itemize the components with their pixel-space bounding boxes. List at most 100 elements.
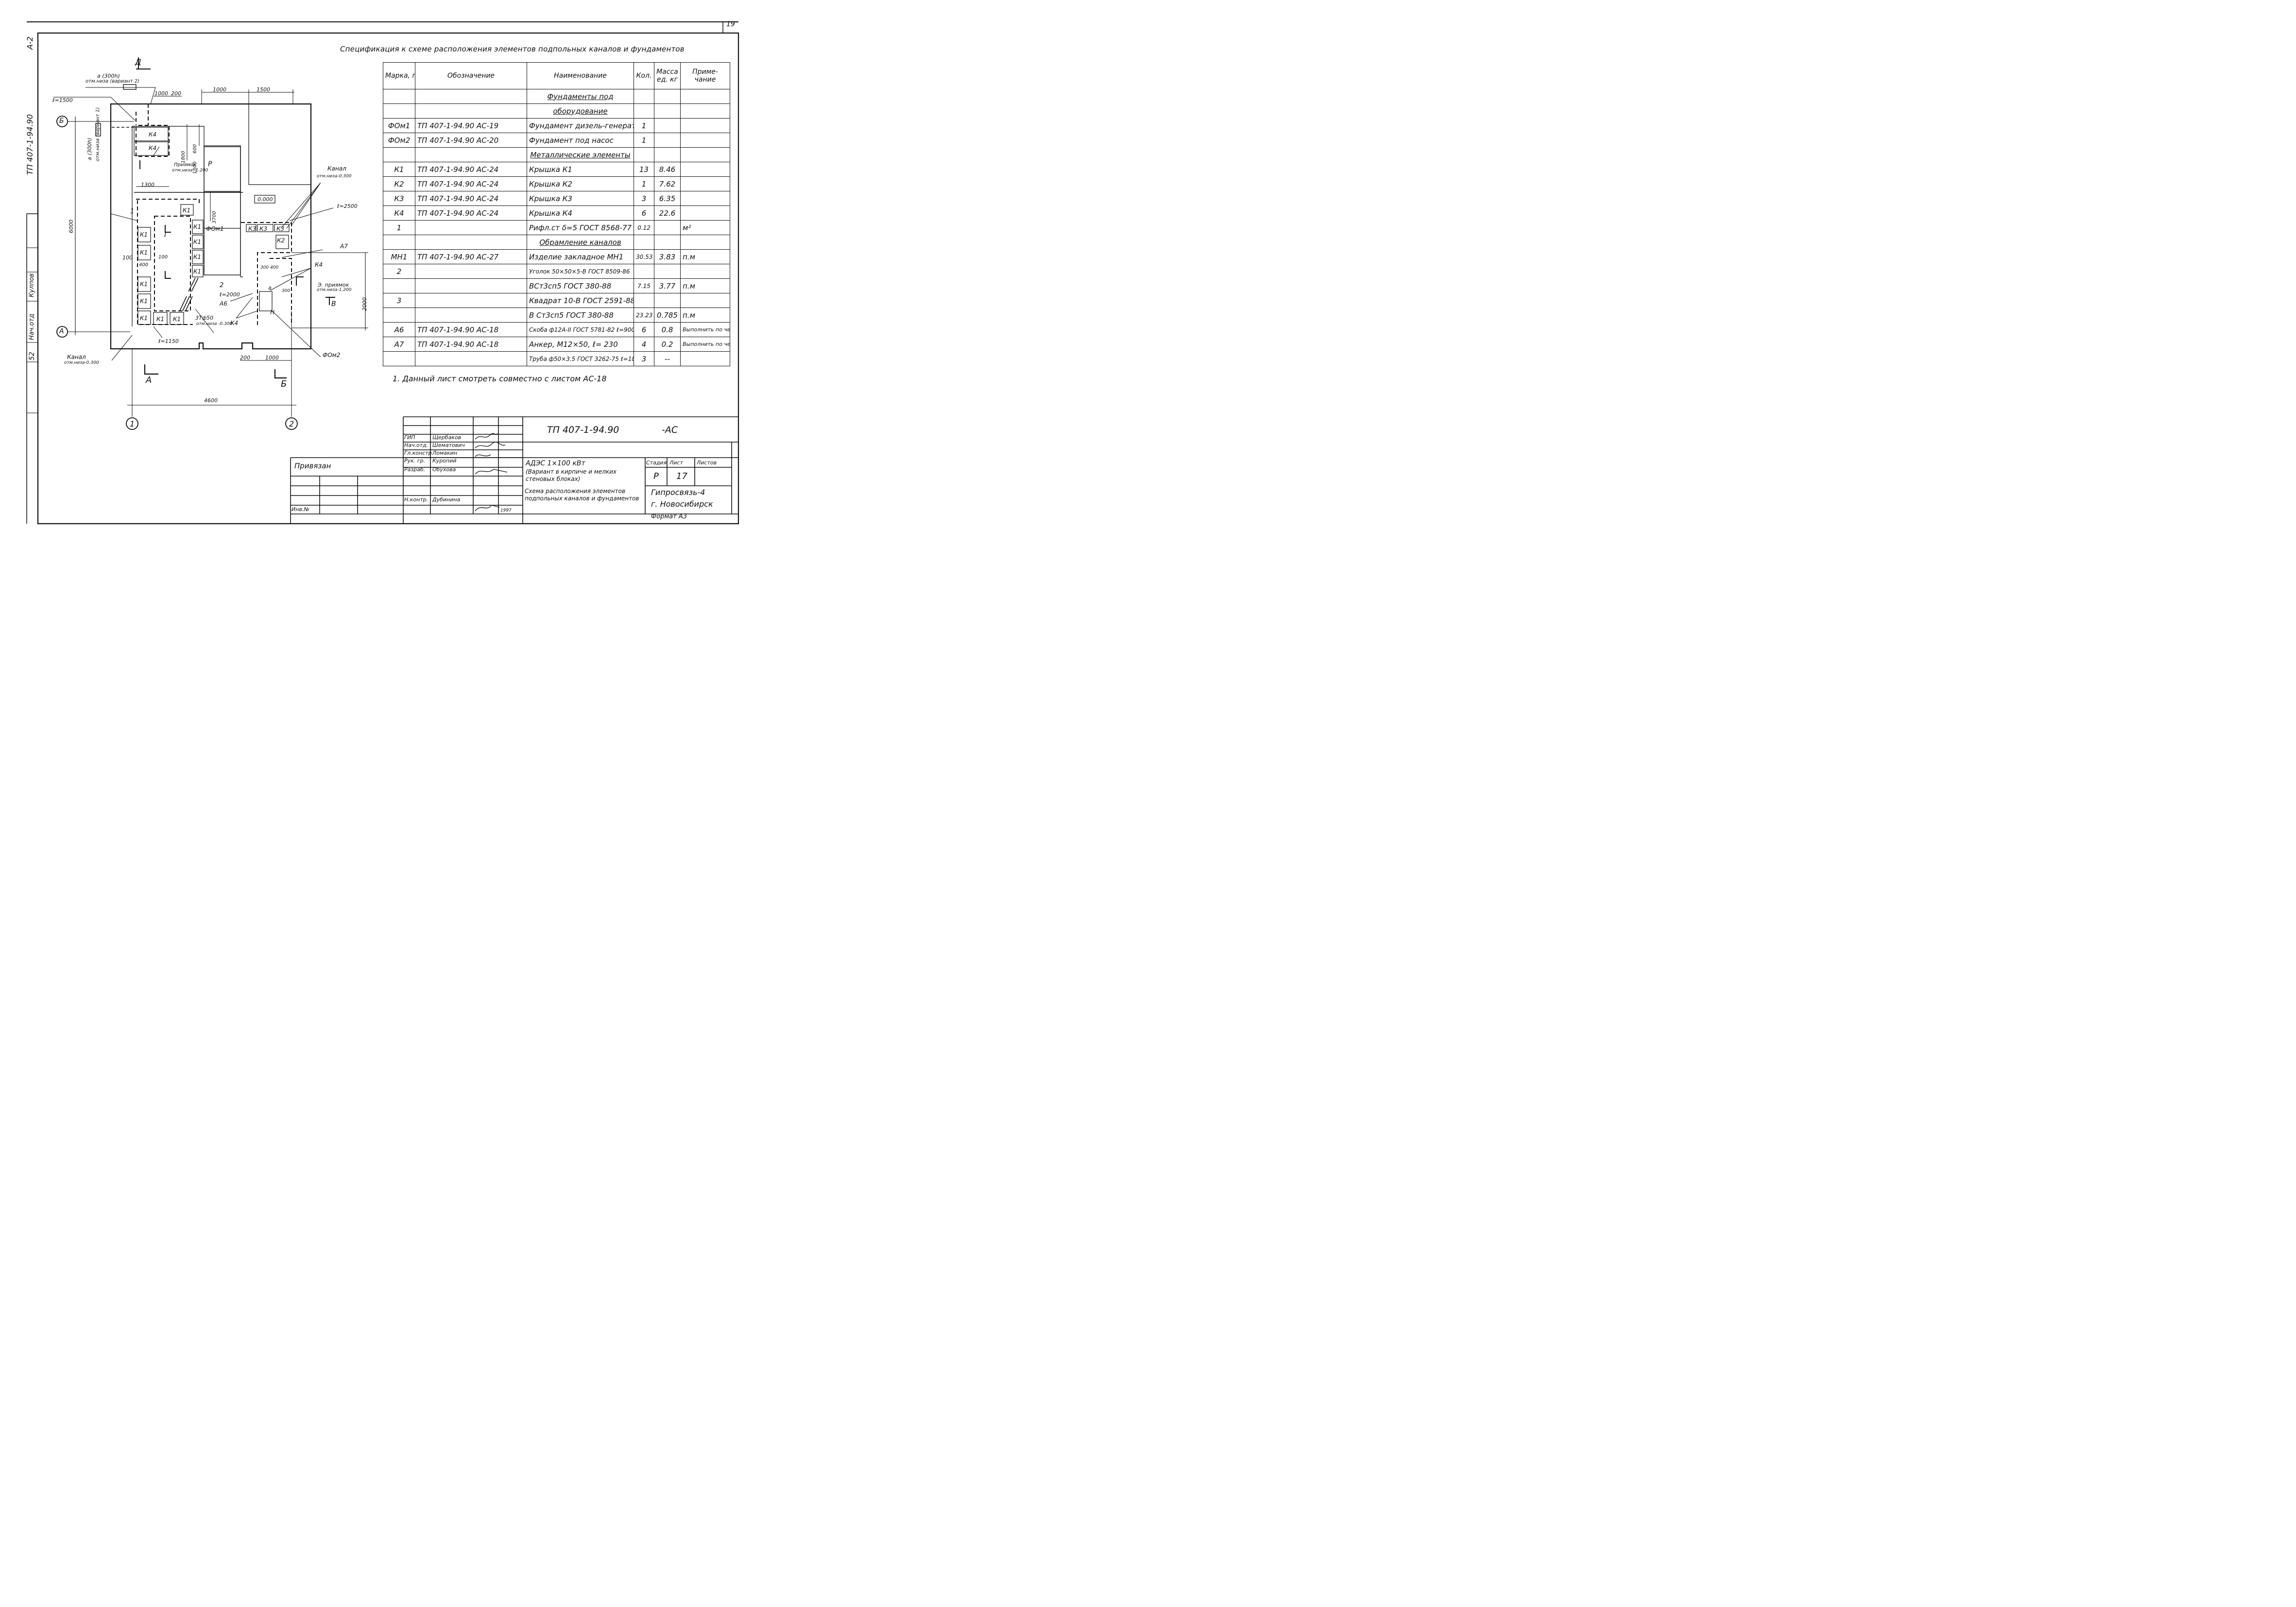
spec-cell-designation: ТП 407-1-94.90 АС-19	[415, 118, 527, 133]
tb-stage: Р	[653, 471, 659, 481]
specification-table: Марка, поз. Обозначение Наименование Кол…	[383, 62, 730, 366]
plan-label-kanal-top-note: отм.низа-0.300	[317, 174, 352, 179]
spec-cell-note	[680, 293, 730, 308]
spec-cell-mass	[654, 118, 681, 133]
spec-cell-name: Фундамент дизель-генератора	[527, 118, 634, 133]
cover-mark-label: К3	[259, 225, 268, 232]
title-block-frame	[290, 416, 738, 524]
plan-label-n: Н	[270, 309, 275, 316]
spec-cell-designation: ТП 407-1-94.90 АС-18	[415, 322, 527, 337]
spec-cell-note	[680, 264, 730, 279]
table-row: Металлические элементы	[383, 147, 730, 162]
spec-header: Марка, поз.	[383, 62, 415, 89]
cover-mark-label: К1	[140, 315, 148, 322]
spec-cell-name: ВСт3сп5 ГОСТ 380-88	[527, 278, 634, 293]
spec-cell-name: В Ст3сп5 ГОСТ 380-88	[527, 308, 634, 323]
tb-city: г. Новосибирск	[651, 499, 713, 509]
spec-cell-mass: 3.77	[654, 278, 681, 293]
spec-title: Спецификация к схеме расположения элемен…	[340, 45, 685, 53]
left-stamp-col2: Кулпов	[28, 273, 35, 297]
spec-cell-mass: 0.8	[654, 322, 681, 337]
tb-role: Рук. гр.	[404, 458, 426, 464]
spec-cell-mass: 3.83	[654, 249, 681, 264]
spec-header-row: Марка, поз. Обозначение Наименование Кол…	[383, 62, 730, 89]
plan-label-dim-6000: 6000	[68, 220, 74, 233]
plan-label-one: 1	[130, 208, 135, 215]
plan-label-item2-l2000: ℓ=2000	[220, 291, 240, 298]
plan-label-kanal-top: Канал	[327, 165, 346, 172]
spec-cell-note	[680, 176, 730, 191]
spec-section-name: Металлические элементы	[527, 147, 634, 162]
spec-cell	[383, 103, 415, 119]
spec-cell-note	[680, 162, 730, 177]
plan-label-axis-b: Б	[59, 117, 64, 125]
spec-cell-qty: 4	[634, 337, 654, 352]
spec-cell-mark	[383, 351, 415, 366]
tb-code: ТП 407-1-94.90	[547, 425, 619, 435]
spec-cell-name: Уголок 50×50×5-В ГОСТ 8509-86	[527, 264, 634, 279]
table-row: Обрамление каналов	[383, 235, 730, 250]
spec-cell-note	[680, 191, 730, 206]
spec-header: Кол.	[634, 62, 654, 89]
spec-cell	[654, 235, 681, 250]
plan-label-pipe-note: отм.низа -0.300	[196, 322, 233, 326]
spec-cell-qty: 30.53	[634, 249, 654, 264]
cover-mark-label: К3	[248, 225, 257, 232]
spec-cell-note: Выполнить по черт.	[680, 322, 730, 337]
spec-cell-mark: А6	[383, 322, 415, 337]
floor-plan	[53, 57, 368, 417]
plan-label-hole-a2-note: отм.низа (вариант 1)	[95, 107, 101, 161]
tb-project-sub: (Вариант в кирпиче и мелких стеновых бло…	[526, 468, 617, 482]
spec-cell-designation: ТП 407-1-94.90 АС-20	[415, 133, 527, 148]
plan-label-dim-400: 400	[139, 262, 149, 268]
plan-label-dim-1000a: 1000	[154, 90, 168, 97]
plan-label-dim-300-400: 300 400	[260, 265, 279, 270]
spec-cell-qty	[634, 293, 654, 308]
plan-label-section-g: Г	[164, 231, 168, 239]
cover-mark-label: К3	[276, 225, 285, 232]
plan-label-item2-l1150: ℓ=1150	[158, 338, 179, 344]
cover-mark-label: К4	[149, 145, 157, 152]
spec-cell-qty: 7.15	[634, 278, 654, 293]
tb-role: Гл.констр.	[404, 450, 434, 456]
drawing-sheet	[26, 21, 739, 525]
table-row: Фундаменты под	[383, 89, 730, 104]
spec-cell-mass	[654, 293, 681, 308]
tb-name: Куропий	[432, 458, 457, 464]
spec-cell-mass: 7.62	[654, 176, 681, 191]
plan-label-dim-300: 300	[282, 289, 291, 293]
cover-mark-label: К1	[193, 223, 202, 230]
plan-label-hole-a2: а (300h)	[86, 137, 93, 160]
spec-cell-note: Выполнить по черт.	[680, 337, 730, 352]
spec-header: Масса ед. кг	[654, 62, 681, 89]
spec-cell-designation	[415, 308, 527, 323]
spec-cell-mass: 8.46	[654, 162, 681, 177]
left-stamp-ref: 52	[28, 352, 36, 360]
tb-name: Дубинина	[432, 496, 461, 503]
tb-format: Формат А3	[651, 513, 687, 520]
tb-name: Шематович	[432, 442, 465, 448]
plan-label-priyamok1-note: отм.низа -1.200	[172, 168, 208, 173]
plan-label-dim-600: 600	[192, 144, 198, 154]
spec-cell-qty: 1	[634, 118, 654, 133]
spec-cell	[415, 103, 527, 119]
plan-label-dim-4600: 4600	[204, 397, 218, 404]
spec-cell-designation: ТП 407-1-94.90 АС-24	[415, 205, 527, 221]
plan-label-dim-100b: 100	[158, 255, 168, 260]
spec-cell-qty	[634, 264, 654, 279]
building-outline	[110, 103, 312, 350]
spec-cell-name: Крышка К2	[527, 176, 634, 191]
spec-cell	[680, 103, 730, 119]
tb-role: Нач.отд.	[404, 442, 428, 448]
spec-cell-name: Крышка К1	[527, 162, 634, 177]
tb-sheet-name: Схема расположения элементов подпольных …	[525, 488, 639, 502]
spec-cell-designation: ТП 407-1-94.90 АС-24	[415, 176, 527, 191]
plan-label-priyamok1: Приямок	[174, 162, 197, 168]
plan-label-a7: А7	[340, 243, 348, 250]
cover-mark-label: К2	[277, 237, 285, 244]
